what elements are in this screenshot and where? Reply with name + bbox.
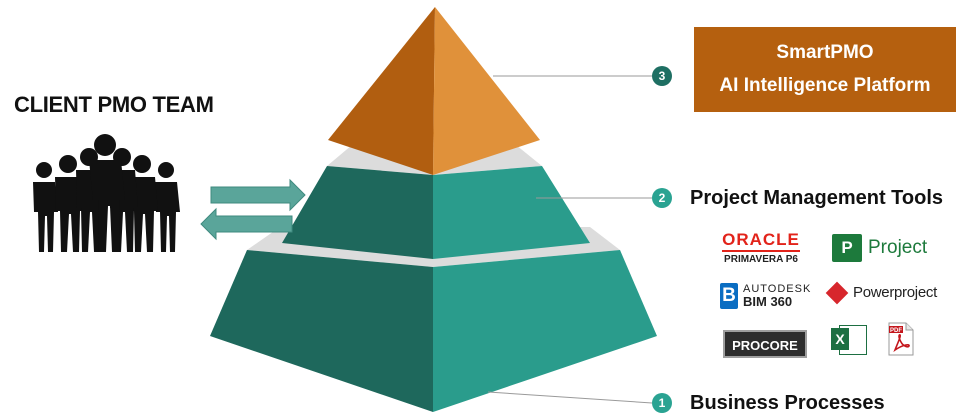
excel-x-mark: X [831,328,849,350]
ms-project-icon: P [832,234,862,262]
level-2-label: Project Management Tools [690,187,944,209]
tier1-right-face [433,250,657,412]
powerproject-logo: Powerproject [825,281,937,305]
level-3-badge: 3 [652,66,672,86]
powerproject-diamond-icon [825,281,849,305]
tier3-left-face [328,7,435,175]
arrow-right-icon [210,178,306,212]
team-title: CLIENT PMO TEAM [14,92,214,117]
ms-project-logo: P Project [832,234,927,262]
primavera-label: PRIMAVERA P6 [724,254,798,265]
procore-logo: PROCORE [723,330,807,358]
team-people-icon [33,134,180,252]
powerproject-label: Powerproject [853,284,937,302]
arrow-left-icon [200,207,293,241]
tier2-right-face [433,166,590,259]
bim360-label: BIM 360 [743,294,793,309]
excel-icon: X [831,322,867,356]
pdf-label: PDF [890,328,902,334]
pdf-icon: PDF [888,322,914,356]
level-2-badge: 2 [652,188,672,208]
smartpmo-title: SmartPMO [776,42,874,63]
bim360-icon: B [720,283,738,309]
smartpmo-box: SmartPMO AI Intelligence Platform [694,27,956,112]
autodesk-bim360-logo: B AUTODESK BIM 360 [720,283,811,309]
leader-line-1 [487,391,653,404]
tier2-left-face [282,166,433,259]
tier1-left-face [210,250,433,412]
level-1-label: Business Processes [690,392,885,414]
smartpmo-subtitle: AI Intelligence Platform [719,75,931,96]
autodesk-label: AUTODESK [743,283,812,295]
tier3-right-face [433,7,540,175]
oracle-wordmark: ORACLE [722,230,800,249]
ms-project-label: Project [868,237,928,258]
oracle-primavera-logo: ORACLE PRIMAVERA P6 [716,231,806,266]
oracle-underline [722,250,800,252]
level-1-badge: 1 [652,393,672,413]
